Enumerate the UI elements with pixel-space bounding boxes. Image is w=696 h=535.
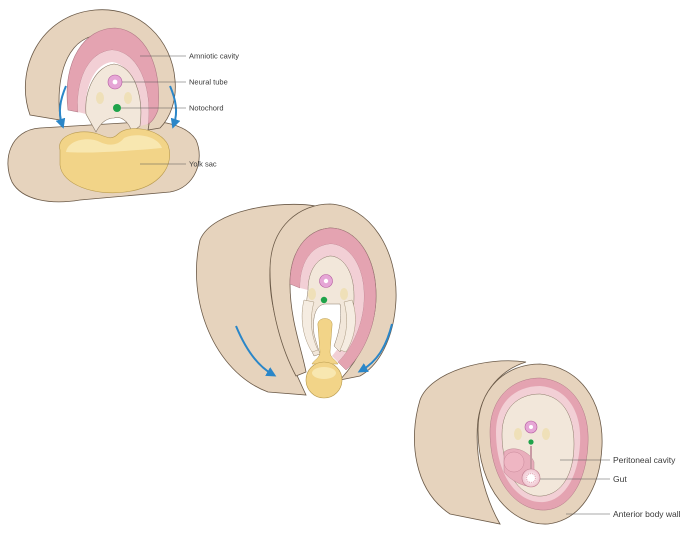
yolk-sac-label: Yolk sac <box>189 160 217 169</box>
neural-tube-label: Neural tube <box>189 78 228 87</box>
stage-1-embryo: Amniotic cavity Neural tube Notochord Yo… <box>7 9 239 203</box>
stage-1-embryo-body <box>85 63 142 133</box>
stage-3-notochord <box>528 439 534 445</box>
anterior-body-wall-label: Anterior body wall <box>613 509 681 519</box>
stage-2-arrow-right <box>357 323 393 373</box>
stage-2-arrow-left <box>235 325 277 377</box>
amniotic-cavity-label: Amniotic cavity <box>189 52 239 61</box>
stage-1-arrow-left <box>55 85 67 129</box>
notochord-label: Notochord <box>189 104 224 113</box>
stage-1-arrow-right <box>169 85 181 129</box>
peritoneal-cavity-label: Peritoneal cavity <box>613 455 676 465</box>
stage-2-yolk-stalk <box>311 318 339 365</box>
gut-label: Gut <box>613 474 627 484</box>
stage-1-notochord <box>113 104 121 112</box>
stage-3-embryo: Peritoneal cavity Gut Anterior body wall <box>414 360 681 525</box>
stage-3-outer-wall <box>414 360 527 525</box>
stage-2-notochord <box>320 296 328 304</box>
stage-2-embryo <box>196 203 397 399</box>
